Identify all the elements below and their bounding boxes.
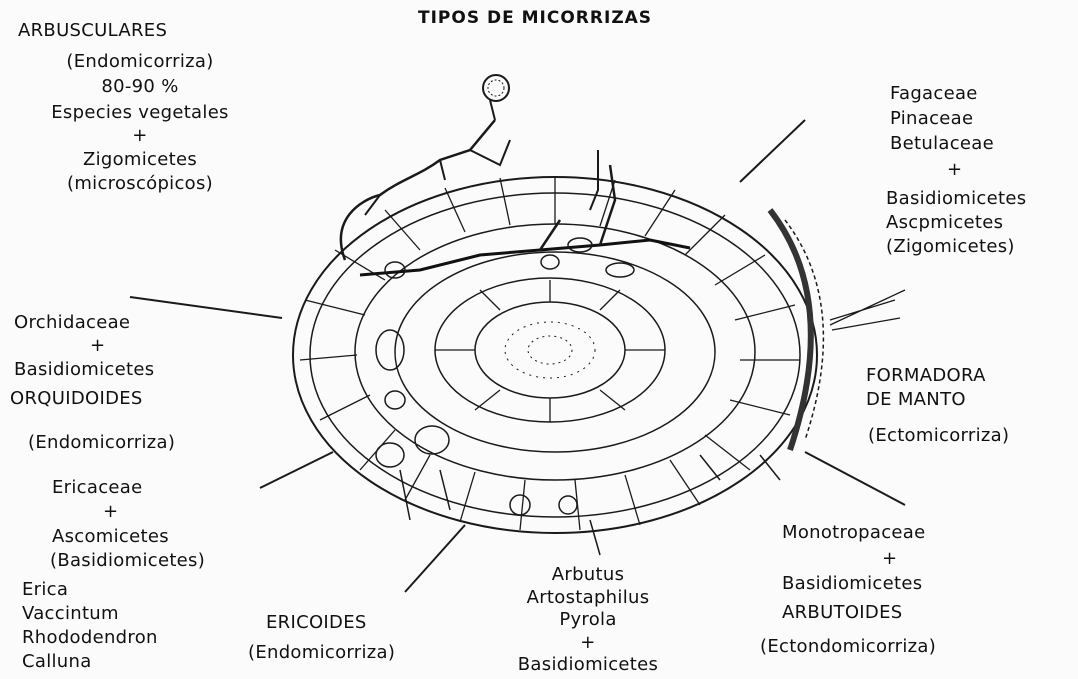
orquidoides-host-2: Basidiomicetes (14, 358, 154, 382)
arbusculares-line-0: (Endomicorriza) (10, 50, 270, 74)
arbutoides-genus-3: + (478, 631, 698, 655)
leader-line-formadora (740, 120, 805, 182)
formadora-host-5: Ascpmicetes (886, 211, 1003, 235)
orquidoides-host-1: + (90, 334, 105, 358)
ericoides-genus-2: Rhododendron (22, 626, 158, 650)
ericoides-genus-3: Calluna (22, 650, 92, 674)
leader-line-orquidoides (130, 297, 282, 318)
formadora-host-1: Pinaceae (890, 107, 973, 131)
arbusculares-line-4: Zigomicetes (10, 148, 270, 172)
formadora-host-3: + (947, 158, 962, 182)
ericoides-host-0: Ericaceae (52, 476, 142, 500)
arbusculares-line-2: Especies vegetales (10, 101, 270, 125)
arbusculares-name: ARBUSCULARES (18, 19, 167, 43)
formadora-host-6: (Zigomicetes) (886, 235, 1015, 259)
leader-line-ericoides-hosts (260, 452, 333, 488)
arbutoides-host-0: Monotropaceae (782, 521, 925, 545)
orquidoides-type: (Endomicorriza) (28, 431, 175, 455)
arbutoides-genus-2: Pyrola (478, 608, 698, 632)
hypha-top (341, 120, 495, 260)
arbutoides-type: (Ectondomicorriza) (760, 635, 936, 659)
fungal-coils (376, 238, 634, 515)
orquidoides-host-0: Orchidaceae (14, 311, 130, 335)
leader-line-ericoides (405, 525, 465, 592)
arbutoides-genus-0: Arbutus (478, 563, 698, 587)
formadora-host-0: Fagaceae (890, 82, 978, 106)
diagram-title: TIPOS DE MICORRIZAS (418, 6, 652, 30)
formadora-host-4: Basidiomicetes (886, 187, 1026, 211)
hyphae-right (830, 290, 905, 330)
ericoides-genus-1: Vaccintum (22, 602, 119, 626)
arbutoides-host-2: Basidiomicetes (782, 572, 922, 596)
ericoides-host-2: Ascomicetes (52, 525, 169, 549)
formadora-name-line1: FORMADORA (866, 364, 986, 388)
cell-walls (300, 177, 800, 530)
formadora-type: (Ectomicorriza) (868, 424, 1009, 448)
formadora-name-line2: DE MANTO (866, 388, 966, 412)
orquidoides-name: ORQUIDOIDES (10, 387, 143, 411)
arbutoides-host-1: + (882, 547, 897, 571)
arbusculares-line-1: 80-90 % (10, 75, 270, 99)
leader-line-arbutoides (805, 452, 905, 505)
arbusculares-line-5: (microscópicos) (10, 172, 270, 196)
ericoides-host-3: (Basidiomicetes) (50, 549, 205, 573)
stele (475, 302, 625, 398)
ericoides-type: (Endomicorriza) (248, 641, 395, 665)
ericoides-genus-0: Erica (22, 578, 68, 602)
spore-top (483, 75, 509, 101)
ericoides-host-1: + (103, 500, 118, 524)
arbutoides-name: ARBUTOIDES (782, 601, 902, 625)
formadora-host-2: Betulaceae (890, 132, 994, 156)
arbusculares-line-3: + (10, 124, 270, 148)
fungal-mantle (770, 210, 811, 450)
arbutoides-genus-4: Basidiomicetes (478, 653, 698, 677)
ericoides-name: ERICOIDES (266, 611, 367, 635)
arbutoides-genus-1: Artostaphilus (478, 586, 698, 610)
